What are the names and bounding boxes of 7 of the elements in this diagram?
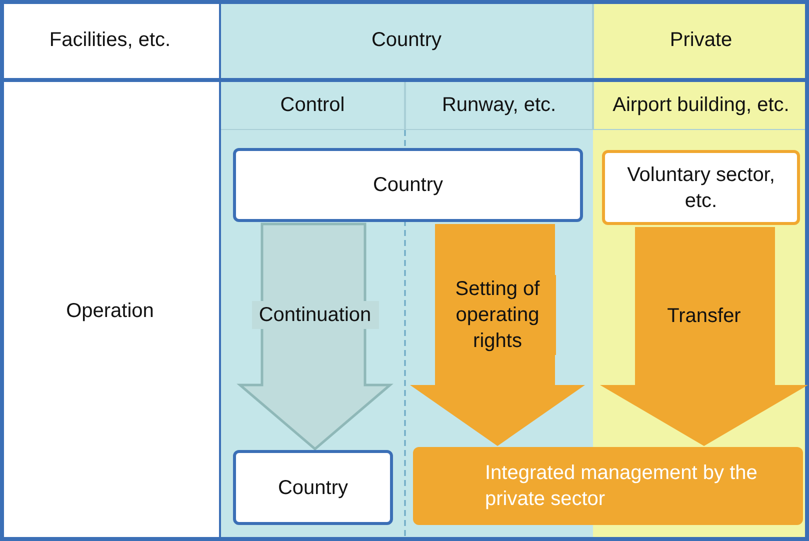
edge-label: Continuation bbox=[252, 300, 378, 328]
process-box: Voluntary sector, etc. bbox=[602, 150, 800, 225]
process-box: Country bbox=[233, 450, 393, 525]
process-box: Integrated management by the private sector bbox=[413, 447, 803, 525]
process-box: Country bbox=[233, 148, 583, 222]
header-cell: Control bbox=[220, 80, 405, 130]
header-cell: Runway, etc. bbox=[405, 80, 593, 130]
